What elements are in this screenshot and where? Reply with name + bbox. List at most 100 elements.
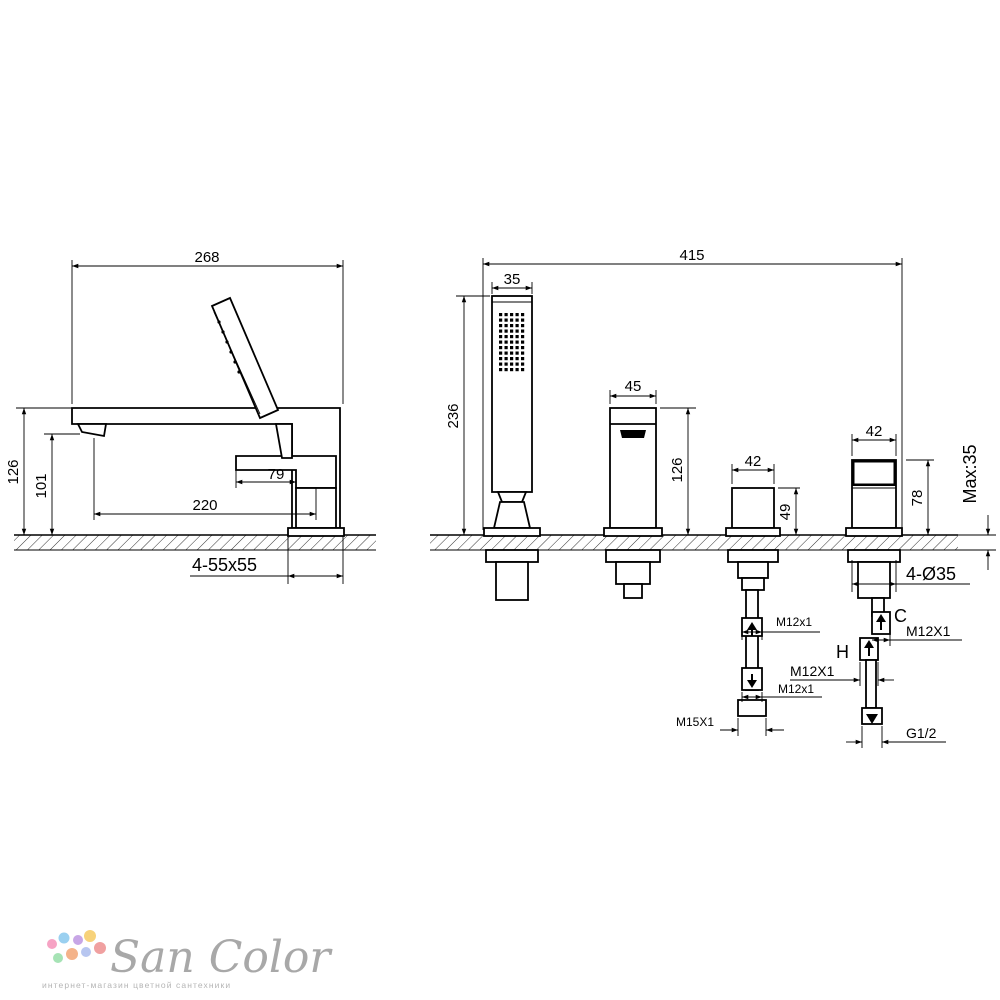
nozzle-dot <box>499 351 503 355</box>
nozzle-dot <box>515 318 519 322</box>
nozzle-dot <box>510 340 514 344</box>
dim-35: 35 <box>504 271 521 288</box>
mixer-valve <box>845 459 903 725</box>
nozzle-dot <box>515 324 519 328</box>
nozzle-dot <box>504 324 508 328</box>
nozzle-dot <box>499 329 503 333</box>
nozzle-dot <box>515 357 519 361</box>
logo-dot <box>47 939 57 949</box>
nozzle-dot <box>504 362 508 366</box>
nozzle-dot <box>499 362 503 366</box>
nozzle-dot <box>499 318 503 322</box>
logo-dot <box>73 935 83 945</box>
nozzle-dot <box>504 340 508 344</box>
nozzle-dot <box>521 362 525 366</box>
logo-dot <box>81 947 91 957</box>
dim-49: 49 <box>777 504 794 521</box>
nozzle-dot <box>521 329 525 333</box>
nozzle-dot <box>515 346 519 350</box>
dim-79: 79 <box>268 466 285 483</box>
nozzle-dot <box>510 351 514 355</box>
side-view: 268 126 101 220 79 4-55x55 <box>5 249 376 584</box>
logo-dot <box>84 930 96 942</box>
thread-g1-2: G1/2 <box>906 725 937 741</box>
spout-front <box>603 407 663 599</box>
nozzle-dot <box>504 357 508 361</box>
nozzle-dot <box>521 357 525 361</box>
logo-dot <box>53 953 63 963</box>
nozzle-dot <box>515 313 519 317</box>
lever-side <box>235 455 337 489</box>
logo-name: San Color <box>110 932 333 983</box>
nozzle-dot <box>510 357 514 361</box>
front-view: 415 35 236 <box>430 247 996 748</box>
nozzle-dot <box>515 335 519 339</box>
thread-m12x1-d: M12X1 <box>790 663 835 679</box>
logo-tagline: интернет-магазин цветной сантехники <box>42 980 231 990</box>
logo: San Color интернет-магазин цветной санте… <box>42 930 333 990</box>
deck-left <box>14 535 376 550</box>
nozzle-dot <box>499 313 503 317</box>
nozzle-dot <box>515 368 519 372</box>
nozzle-dot <box>499 368 503 372</box>
dim-42-a: 42 <box>745 453 762 470</box>
nozzle-dot <box>515 362 519 366</box>
dim-415: 415 <box>679 247 704 264</box>
nozzle-dot <box>521 340 525 344</box>
nozzle-dot <box>504 313 508 317</box>
handshower-side <box>210 296 280 420</box>
nozzle-dot <box>504 329 508 333</box>
logo-dot <box>94 942 106 954</box>
nozzle-dot <box>504 346 508 350</box>
nozzle-dot <box>499 357 503 361</box>
dim-126-right: 126 <box>669 457 686 482</box>
thread-m15x1: M15X1 <box>676 715 714 729</box>
nozzle-dot <box>515 351 519 355</box>
nozzle-dot <box>521 324 525 328</box>
dim-max-35: Max:35 <box>960 444 980 503</box>
handshower-front <box>483 295 541 601</box>
nozzle-dot <box>521 335 525 339</box>
thread-m12x1-c: M12X1 <box>906 623 951 639</box>
nozzle-dot <box>510 324 514 328</box>
nozzle-dot <box>504 351 508 355</box>
nozzle-dot <box>521 318 525 322</box>
dim-hole-dia: 4-Ø35 <box>906 564 956 584</box>
nozzle-dot <box>504 318 508 322</box>
nozzle-dot <box>499 340 503 344</box>
dim-78: 78 <box>909 490 926 507</box>
thread-m12x1-a: M12x1 <box>776 615 812 629</box>
deck-right <box>430 535 958 550</box>
dim-220: 220 <box>192 497 217 514</box>
nozzle-dot <box>499 346 503 350</box>
nozzle-dot <box>510 313 514 317</box>
nozzle-dot <box>521 351 525 355</box>
logo-dots <box>47 930 106 963</box>
logo-dot <box>58 932 70 944</box>
dim-126-left: 126 <box>5 459 22 484</box>
nozzle-dot <box>510 368 514 372</box>
dim-42-b: 42 <box>866 423 883 440</box>
nozzle-dot <box>499 324 503 328</box>
nozzle-dot <box>515 329 519 333</box>
nozzle-dot <box>515 340 519 344</box>
nozzle-dot <box>510 346 514 350</box>
nozzle-dot <box>510 318 514 322</box>
thread-m12x1-b: M12x1 <box>778 682 814 696</box>
dim-236: 236 <box>445 403 462 428</box>
spout-tip <box>76 423 108 438</box>
handshower-holder <box>274 423 293 459</box>
dim-268: 268 <box>194 249 219 266</box>
logo-dot <box>66 948 78 960</box>
label-hot: H <box>836 642 849 662</box>
base-flange-side <box>287 527 345 537</box>
dim-45: 45 <box>625 378 642 395</box>
dim-base-size: 4-55x55 <box>192 555 257 575</box>
nozzle-dot <box>504 335 508 339</box>
nozzle-dot <box>499 335 503 339</box>
nozzle-dot <box>521 313 525 317</box>
nozzle-dot <box>521 368 525 372</box>
diverter-valve <box>725 487 781 717</box>
label-cold: C <box>894 606 907 626</box>
